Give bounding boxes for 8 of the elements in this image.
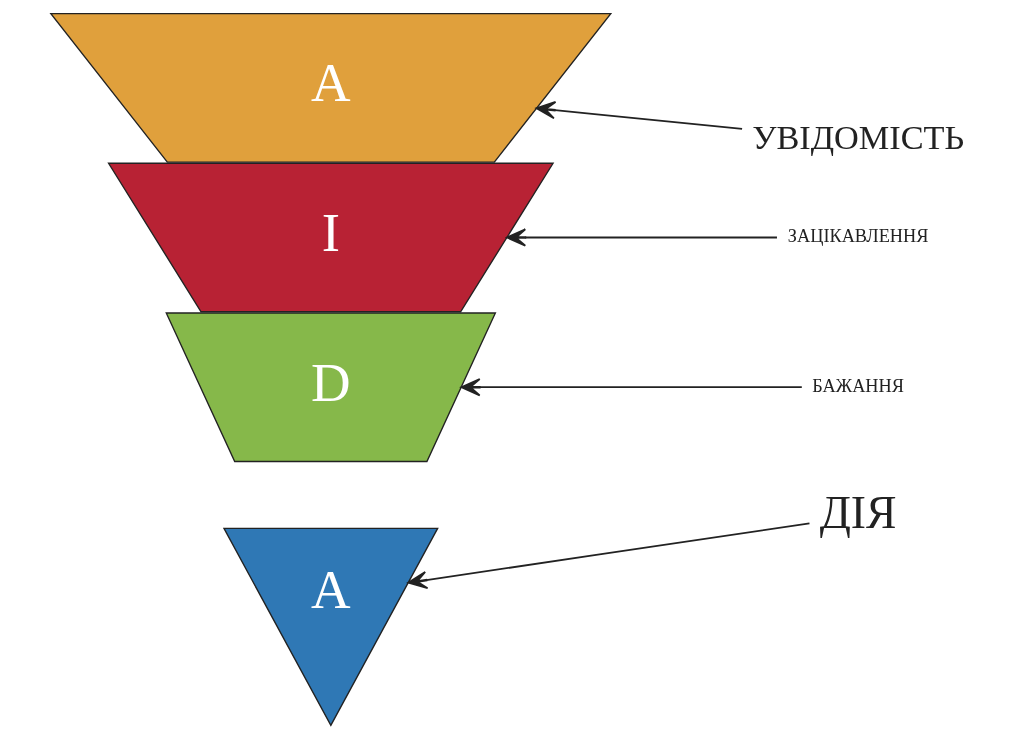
node-text: ДІЯ [819,486,897,538]
arrow [506,227,778,247]
arrow [407,521,811,589]
node-text: БАЖАННЯ [812,375,904,396]
node-text: ЗАЦІКАВЛЕННЯ [787,225,929,246]
arrow [535,100,743,130]
arrow [460,377,803,396]
node-text: УВІДОМІСТЬ [752,117,965,156]
